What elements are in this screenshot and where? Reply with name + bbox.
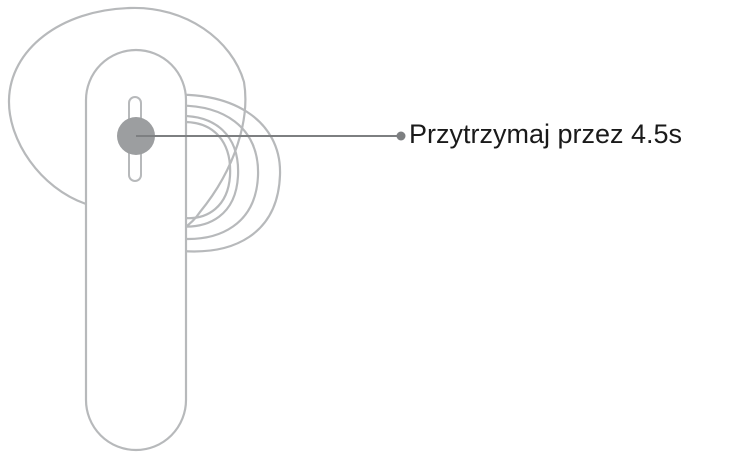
earbud-stem [84, 48, 188, 452]
leader-line-end-dot [396, 131, 406, 141]
ear-tip-inner-groove [182, 120, 232, 220]
ear-tip-middle-ring [166, 104, 260, 241]
callout-label: Przytrzymaj przez 4.5s [409, 119, 683, 149]
ear-tip-inner-ring [174, 114, 240, 228]
earbud-head-shell [7, 6, 247, 230]
ear-tip-outer-ring [158, 93, 282, 253]
